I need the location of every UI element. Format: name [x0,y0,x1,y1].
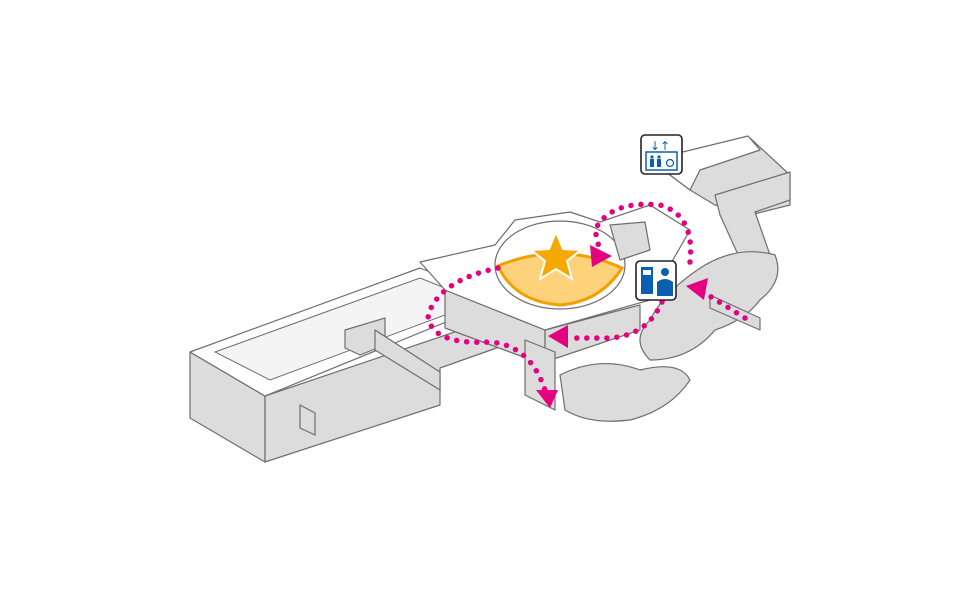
ticket-machine-staff-icon[interactable] [635,260,677,301]
star-destination-icon [528,229,584,282]
route-arrow [590,245,612,267]
route-arrow [536,390,558,408]
right-wing [524,135,791,422]
route [425,201,748,408]
route-arrow [548,325,568,348]
svg-text:↓↑: ↓↑ [650,139,670,153]
elevator-accessible-icon[interactable]: ↓↑ [640,134,683,175]
route-arrow [686,278,708,300]
left-wing [189,267,506,463]
